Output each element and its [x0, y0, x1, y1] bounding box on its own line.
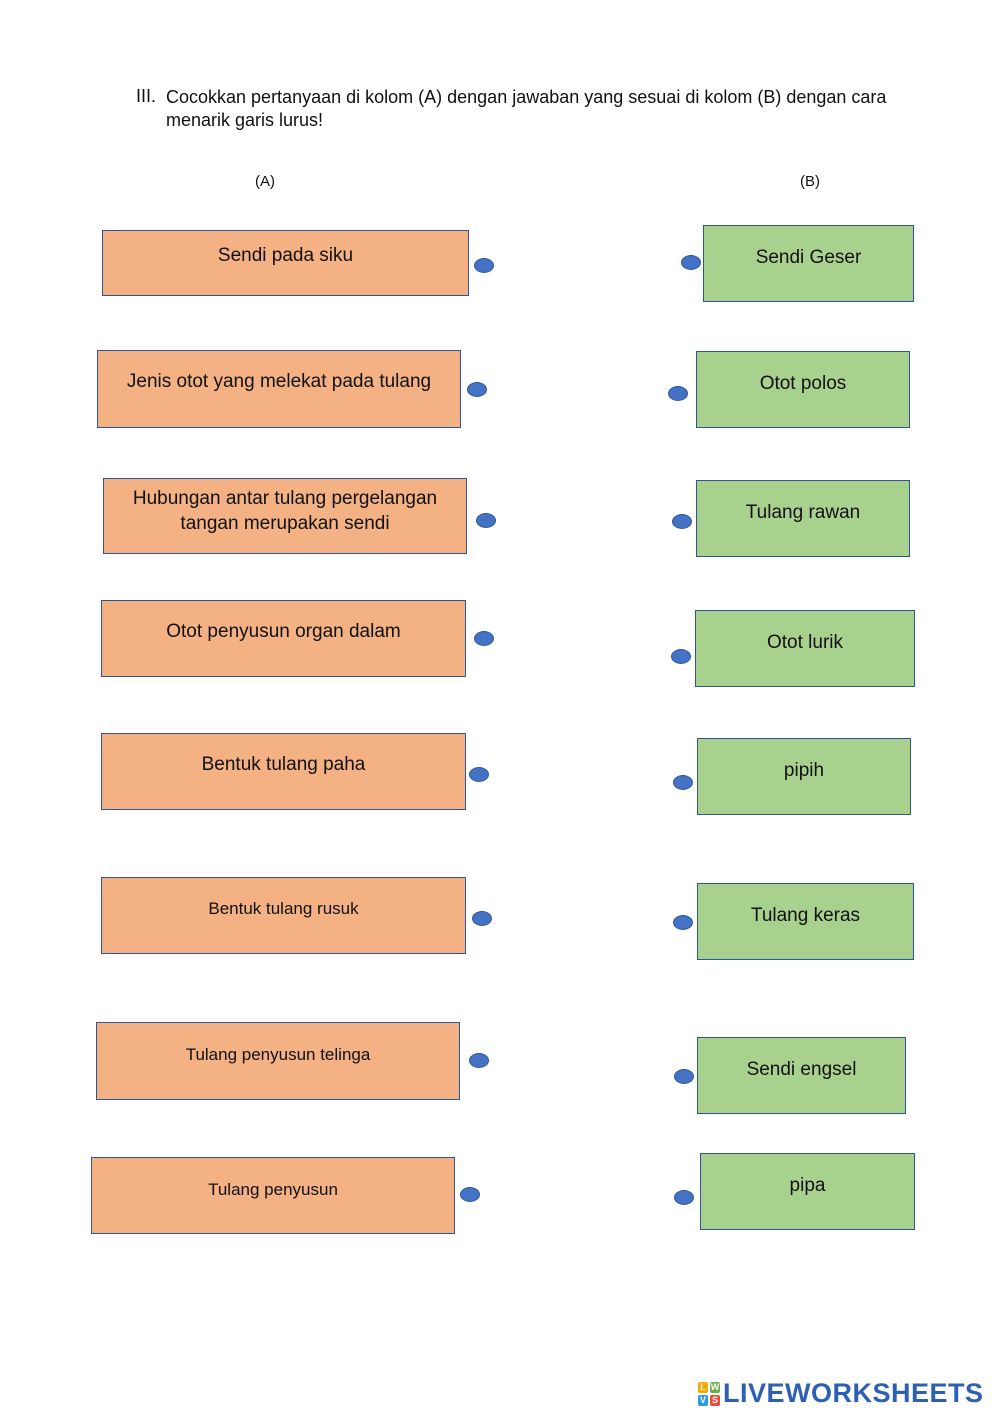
- question-text: Otot penyusun organ dalam: [166, 621, 401, 642]
- answer-match-dot[interactable]: [668, 386, 688, 401]
- answer-box: Sendi Geser: [703, 225, 914, 302]
- question-match-dot[interactable]: [460, 1187, 480, 1202]
- answer-match-dot[interactable]: [674, 1069, 694, 1084]
- answer-match-dot[interactable]: [671, 649, 691, 664]
- question-match-dot[interactable]: [472, 911, 492, 926]
- question-match-dot[interactable]: [467, 382, 487, 397]
- logo-text: LIVEWORKSHEETS: [723, 1378, 984, 1408]
- answer-text: Tulang rawan: [745, 502, 861, 523]
- column-b-heading: (B): [800, 173, 820, 190]
- answer-box: Otot polos: [696, 351, 910, 428]
- answer-text: pipih: [783, 760, 825, 781]
- answer-text: Otot lurik: [766, 632, 844, 653]
- question-box: Bentuk tulang rusuk: [101, 877, 466, 954]
- answer-text: Sendi engsel: [746, 1059, 857, 1080]
- answer-match-dot[interactable]: [672, 514, 692, 529]
- answer-match-dot[interactable]: [673, 775, 693, 790]
- answer-match-dot[interactable]: [681, 255, 701, 270]
- question-match-dot[interactable]: [469, 767, 489, 782]
- question-box: Jenis otot yang melekat pada tulang: [97, 350, 461, 428]
- answer-match-dot[interactable]: [673, 915, 693, 930]
- answer-match-dot[interactable]: [674, 1190, 694, 1205]
- question-box: Sendi pada siku: [102, 230, 469, 296]
- question-box: Tulang penyusun: [91, 1157, 455, 1234]
- question-match-dot[interactable]: [474, 258, 494, 273]
- question-match-dot[interactable]: [469, 1053, 489, 1068]
- question-text: Jenis otot yang melekat pada tulang: [126, 371, 432, 392]
- answer-text: pipa: [789, 1175, 826, 1196]
- liveworksheets-logo: L W V S LIVEWORKSHEETS: [698, 1378, 984, 1409]
- question-box: Bentuk tulang paha: [101, 733, 466, 810]
- answer-box: Otot lurik: [695, 610, 915, 687]
- answer-text: Sendi Geser: [755, 247, 862, 268]
- question-text: Bentuk tulang rusuk: [208, 899, 359, 918]
- question-box: Tulang penyusun telinga: [96, 1022, 460, 1100]
- question-text: Tulang penyusun: [208, 1180, 338, 1199]
- answer-box: Tulang rawan: [696, 480, 910, 557]
- logo-icon: L W V S: [698, 1381, 720, 1406]
- column-a-heading: (A): [255, 173, 275, 190]
- instruction-number: III.: [136, 86, 157, 106]
- question-match-dot[interactable]: [476, 513, 496, 528]
- question-box: Otot penyusun organ dalam: [101, 600, 466, 677]
- question-text: Tulang penyusun telinga: [185, 1045, 371, 1064]
- question-box: Hubungan antar tulang pergelangan tangan…: [103, 478, 467, 554]
- question-text: Hubungan antar tulang pergelangan tangan…: [132, 488, 438, 534]
- answer-text: Tulang keras: [750, 905, 861, 926]
- question-match-dot[interactable]: [474, 631, 494, 646]
- answer-box: pipa: [700, 1153, 915, 1230]
- question-text: Sendi pada siku: [217, 245, 354, 266]
- answer-text: Otot polos: [759, 373, 847, 394]
- question-text: Bentuk tulang paha: [201, 754, 366, 775]
- answer-box: Tulang keras: [697, 883, 914, 960]
- answer-box: Sendi engsel: [697, 1037, 906, 1114]
- instruction-text: Cocokkan pertanyaan di kolom (A) dengan …: [166, 87, 887, 130]
- answer-box: pipih: [697, 738, 911, 815]
